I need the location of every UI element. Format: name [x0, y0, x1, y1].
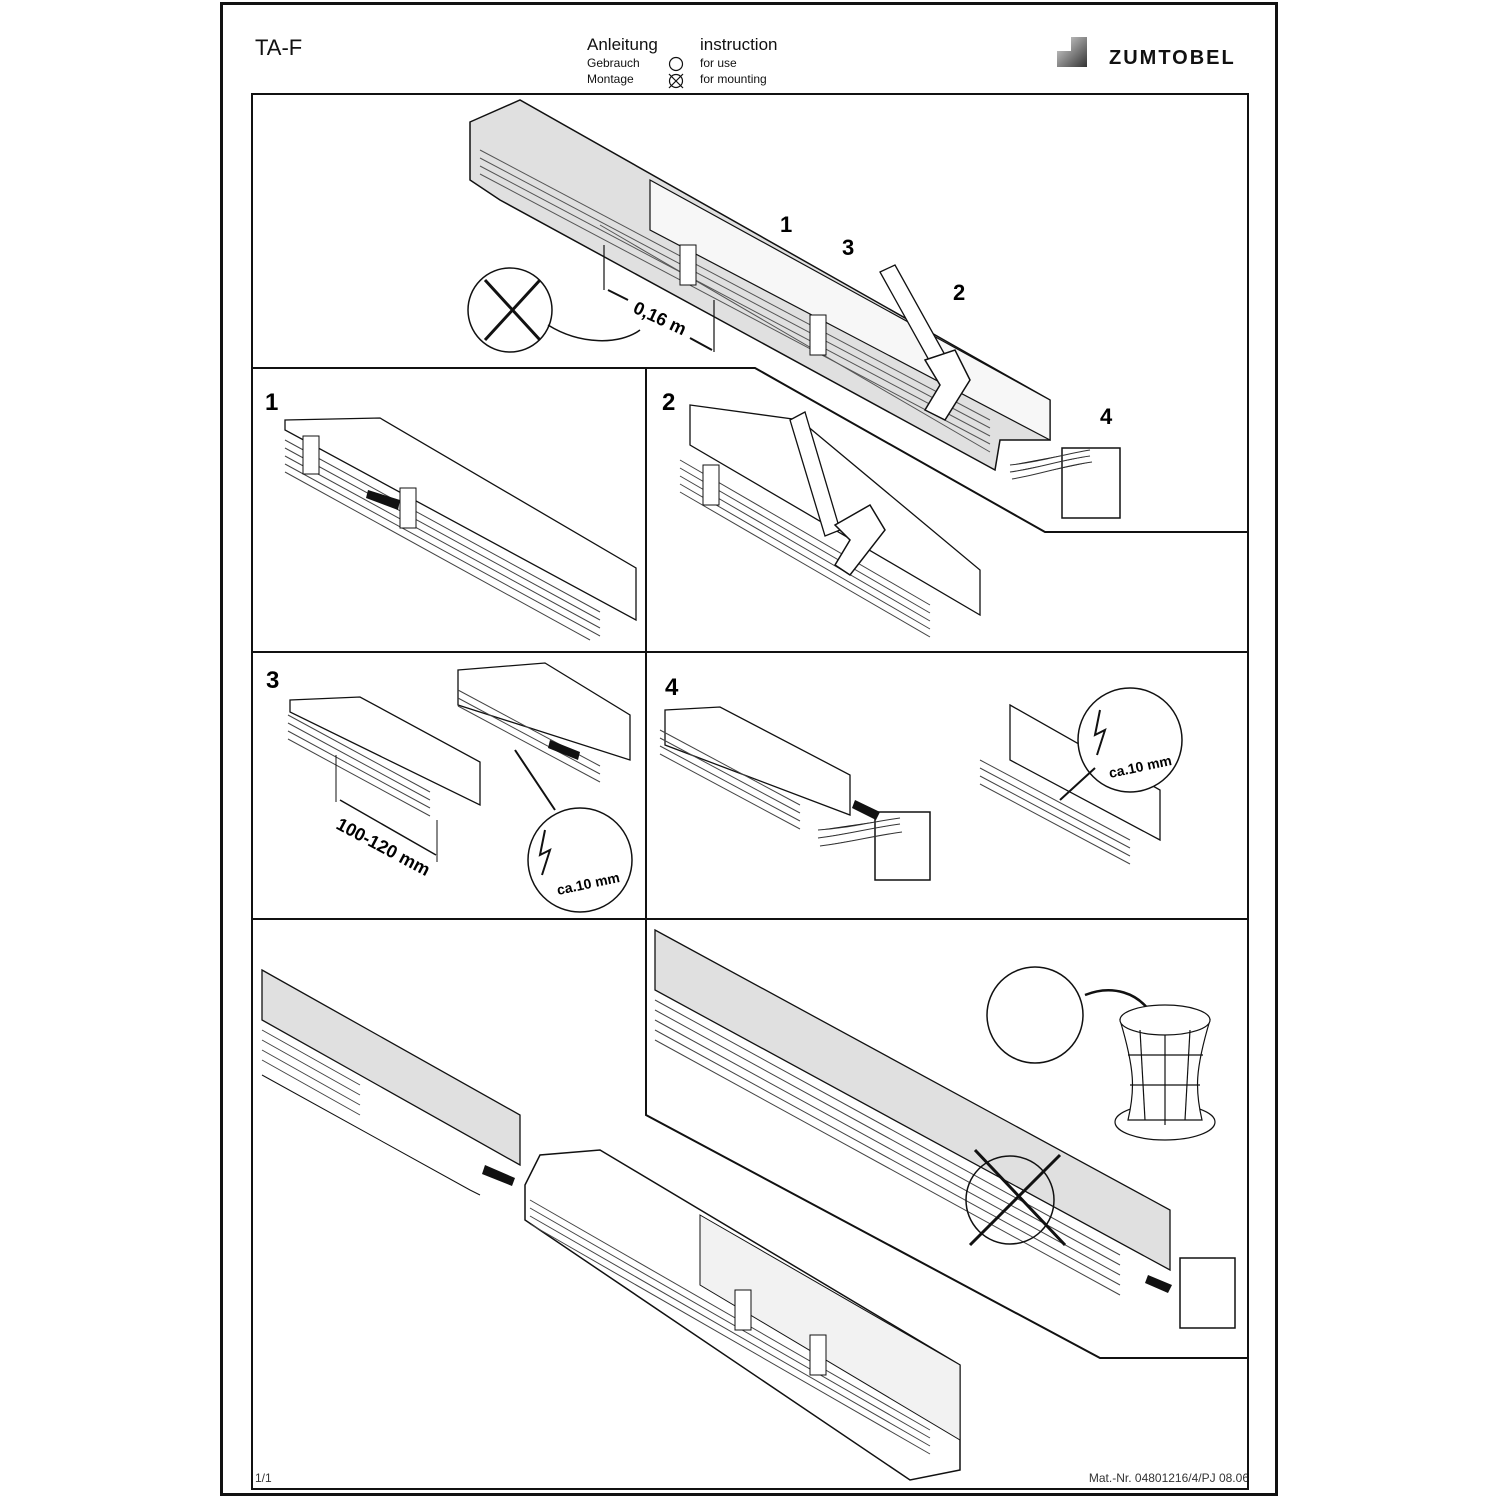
step3-dimension-label: 100-120 mm: [333, 814, 433, 880]
step3-illustration: [287, 662, 633, 913]
step-2-number: 2: [662, 389, 675, 416]
callout-4: 4: [1100, 404, 1113, 429]
step2-illustration: [679, 404, 981, 638]
lightning-icon: [538, 829, 552, 876]
header-anleitung: Anleitung: [587, 35, 658, 54]
material-number: Mat.-Nr. 04801216/4/PJ 08.06: [1088, 1471, 1249, 1485]
waste-basket-icon: [1114, 1004, 1216, 1141]
drawing-frame: [251, 93, 1249, 1490]
header-for-use: for use: [700, 56, 737, 70]
top-dimension-label: 0,16 m: [630, 297, 689, 339]
step1-illustration: [284, 417, 637, 641]
top-track-illustration: [467, 99, 1121, 519]
header-instruction: instruction: [700, 35, 778, 54]
top-panel-divider: [252, 367, 1248, 533]
step4-strip-wire-detail-icon: [1077, 687, 1183, 793]
callout-2: 2: [953, 280, 965, 305]
step-1-number: 1: [265, 389, 278, 416]
strip-wire-detail-icon: [527, 807, 633, 913]
step-4-number: 4: [665, 674, 679, 701]
discard-part-detail-icon: [986, 966, 1084, 1064]
zumtobel-logo-icon: [1057, 37, 1087, 67]
step-3-number: 3: [266, 667, 279, 694]
bottom-panel-divider: [645, 919, 1248, 1359]
usage-checkbox-icons: [668, 56, 684, 89]
header-gebrauch: Gebrauch: [587, 56, 640, 70]
step4-illustration: [659, 687, 1183, 881]
brand-name: ZUMTOBEL: [1109, 47, 1236, 69]
product-title: TA-F: [255, 35, 303, 60]
callout-1: 1: [780, 212, 792, 237]
instruction-sheet: TA-F Anleitung instruction Gebrauch Mont…: [220, 2, 1278, 1496]
callout-3: 3: [842, 235, 854, 260]
bottom-right-illustration: [654, 928, 1236, 1329]
bottom-left-illustration: [261, 968, 961, 1481]
step4-lightning-icon: [1093, 709, 1107, 756]
page-number: 1/1: [255, 1471, 272, 1485]
header-for-mounting: for mounting: [700, 72, 767, 86]
header-montage: Montage: [587, 72, 634, 86]
